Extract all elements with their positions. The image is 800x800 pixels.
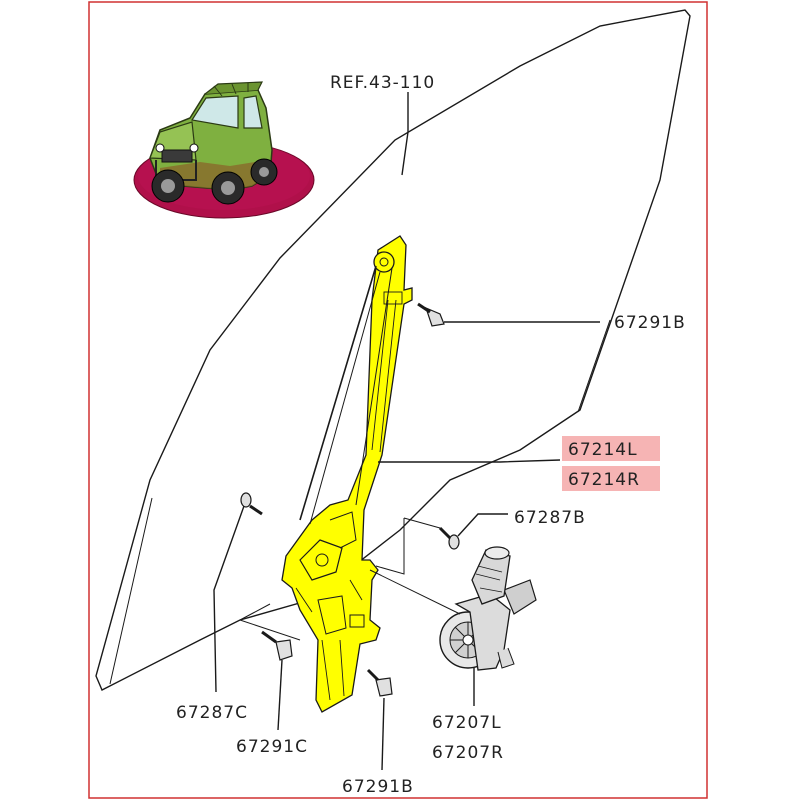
diagram-frame — [88, 1, 708, 799]
window-regulator — [281, 235, 413, 713]
label-67214L: 67214L — [568, 440, 638, 460]
assembly-guide-lines — [239, 517, 461, 641]
ref-leader-line — [401, 92, 409, 176]
label-67287B: 67287B — [514, 508, 586, 528]
label-67291C: 67291C — [236, 737, 308, 757]
suv-vehicle-icon — [133, 81, 315, 219]
bolt-icon — [240, 302, 460, 697]
label-67291B-bottom: 67291B — [342, 777, 414, 797]
label-67207R: 67207R — [432, 743, 504, 763]
leader-lines — [213, 321, 600, 771]
label-ref: REF.43-110 — [330, 73, 435, 93]
label-67207L: 67207L — [432, 713, 502, 733]
label-67214R: 67214R — [568, 470, 640, 490]
window-motor-icon — [439, 546, 537, 671]
label-67291B-top: 67291B — [614, 313, 686, 333]
door-glass-inner-edge — [109, 319, 611, 685]
highlight-67214R — [562, 466, 660, 491]
highlight-67214L — [562, 436, 660, 461]
label-67287C: 67287C — [176, 703, 248, 723]
